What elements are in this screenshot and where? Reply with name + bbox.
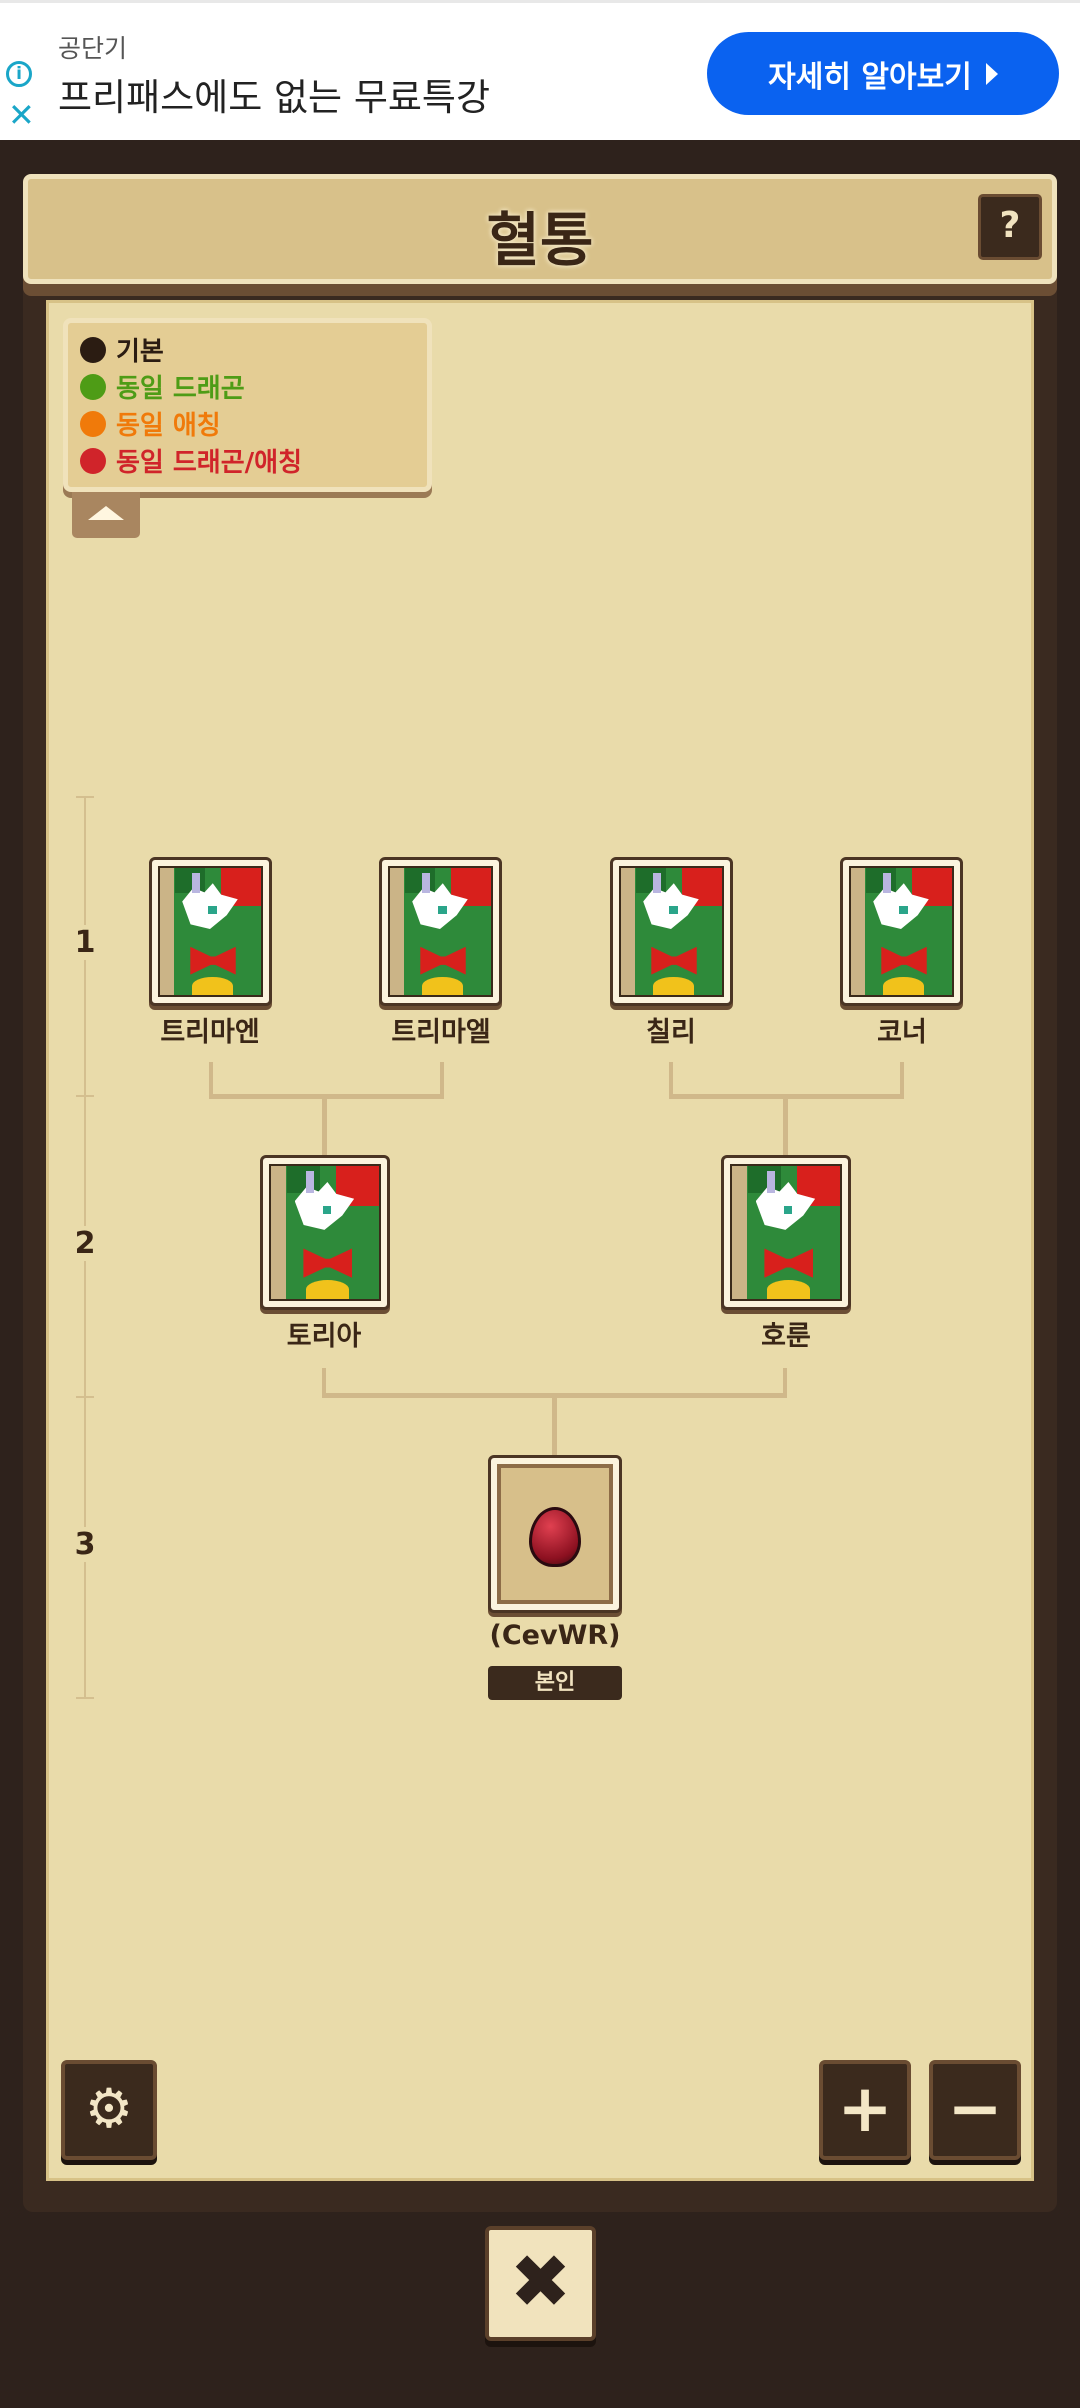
dragon-name: 칠리 xyxy=(646,1017,696,1048)
help-button[interactable]: ? xyxy=(978,194,1042,260)
close-icon: ✖ xyxy=(509,2239,572,2325)
generation-label: 1 xyxy=(60,925,110,960)
legend-label: 동일 드래곤/애칭 xyxy=(116,448,302,478)
ad-cta-label: 자세히 알아보기 xyxy=(768,59,972,95)
settings-button[interactable]: ⚙ xyxy=(61,2060,157,2160)
plus-icon: + xyxy=(837,2070,893,2147)
ad-brand: 공단기 xyxy=(58,34,128,63)
ad-close-icon[interactable]: ✕ xyxy=(8,96,35,134)
dragon-card[interactable] xyxy=(379,857,502,1006)
dragon-card[interactable] xyxy=(840,857,963,1006)
dragon-card[interactable] xyxy=(721,1155,851,1310)
legend-item-same-dragon: 동일 드래곤 xyxy=(80,368,415,405)
scale-tick xyxy=(76,1396,94,1398)
legend-dot xyxy=(80,410,106,437)
egg-portrait xyxy=(497,1464,613,1604)
connector xyxy=(783,1368,787,1398)
connector xyxy=(900,1062,904,1098)
generation-label: 2 xyxy=(60,1226,110,1261)
self-badge: 본인 xyxy=(488,1666,622,1700)
legend-label: 동일 드래곤 xyxy=(116,374,245,404)
egg-card[interactable] xyxy=(488,1455,622,1613)
ad-cta-button[interactable]: 자세히 알아보기 xyxy=(707,32,1059,115)
legend: 기본 동일 드래곤 동일 애칭 동일 드래곤/애칭 xyxy=(63,318,432,492)
chevron-up-icon xyxy=(88,506,124,520)
connector xyxy=(322,1368,326,1398)
connector xyxy=(440,1062,444,1098)
scale-tick xyxy=(76,1697,94,1699)
dragon-portrait xyxy=(388,866,493,997)
legend-label: 기본 xyxy=(116,337,164,367)
zoom-in-button[interactable]: + xyxy=(819,2060,911,2160)
lineage-panel[interactable] xyxy=(46,300,1034,2181)
dragon-name: 트리마엘 xyxy=(391,1017,491,1048)
legend-dot xyxy=(80,447,106,474)
legend-collapse-button[interactable] xyxy=(72,492,140,538)
connector xyxy=(322,1094,327,1156)
connector xyxy=(783,1094,788,1156)
legend-item-same-both: 동일 드래곤/애칭 xyxy=(80,442,415,479)
dragon-portrait xyxy=(269,1164,381,1301)
legend-item-same-nickname: 동일 애칭 xyxy=(80,405,415,442)
dragon-card[interactable] xyxy=(610,857,733,1006)
egg-icon xyxy=(529,1506,581,1567)
dragon-name: 트리마엔 xyxy=(160,1017,260,1048)
legend-dot xyxy=(80,336,106,363)
scale-tick xyxy=(76,1095,94,1097)
dragon-portrait xyxy=(849,866,954,997)
ad-headline: 프리패스에도 없는 무료특강 xyxy=(58,76,491,119)
connector xyxy=(552,1393,557,1456)
generation-label: 3 xyxy=(60,1527,110,1562)
legend-item-basic: 기본 xyxy=(80,331,415,368)
connector xyxy=(669,1062,673,1098)
dragon-card[interactable] xyxy=(149,857,272,1006)
dragon-card[interactable] xyxy=(260,1155,390,1310)
ad-info-icon[interactable]: i xyxy=(6,61,32,87)
page-title: 혈통 xyxy=(486,206,594,274)
dragon-portrait xyxy=(158,866,263,997)
dragon-name: 호룬 xyxy=(761,1321,811,1352)
zoom-out-button[interactable]: − xyxy=(929,2060,1021,2160)
legend-label: 동일 애칭 xyxy=(116,411,221,441)
dragon-portrait xyxy=(619,866,724,997)
connector xyxy=(209,1062,213,1098)
ad-banner[interactable]: i ✕ 공단기 프리패스에도 없는 무료특강 자세히 알아보기 xyxy=(0,0,1080,140)
dragon-name: 코너 xyxy=(877,1017,927,1048)
gear-icon: ⚙ xyxy=(84,2077,134,2140)
scale-tick xyxy=(76,796,94,798)
dragon-portrait xyxy=(730,1164,842,1301)
close-button[interactable]: ✖ xyxy=(485,2226,596,2341)
dragon-name: 토리아 xyxy=(286,1321,362,1352)
header-plank: 혈통 ? xyxy=(23,174,1057,284)
minus-icon: − xyxy=(947,2070,1003,2147)
play-arrow-icon xyxy=(985,62,998,85)
self-name: (CevWR) xyxy=(489,1620,621,1651)
legend-dot xyxy=(80,373,106,400)
